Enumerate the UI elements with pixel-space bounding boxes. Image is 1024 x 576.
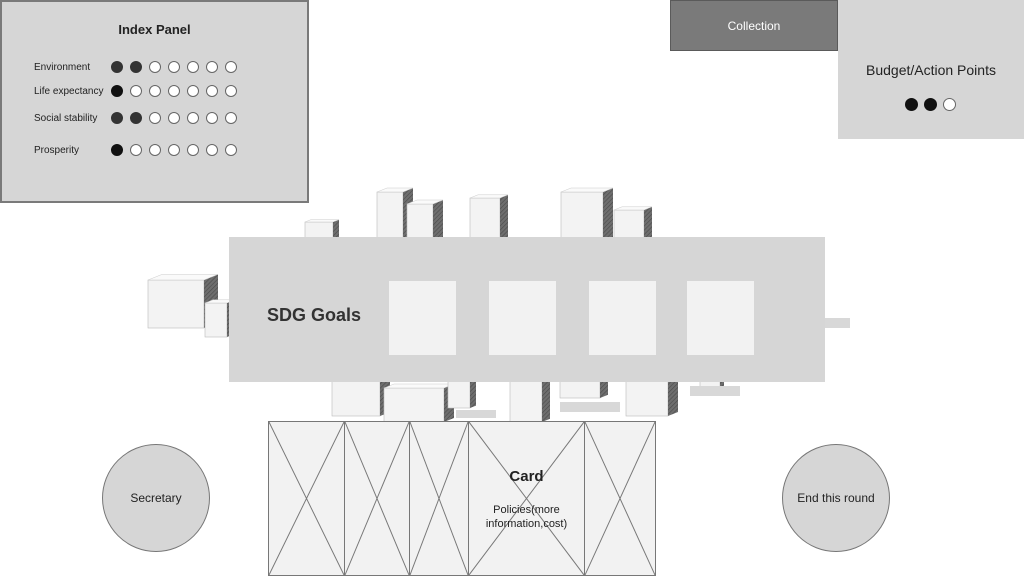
filled-dot bbox=[130, 112, 142, 124]
building-roof bbox=[613, 206, 653, 211]
empty-dot bbox=[206, 85, 218, 97]
empty-dot bbox=[206, 61, 218, 73]
ground-shadow bbox=[820, 318, 850, 328]
sdg-goal-slot[interactable] bbox=[589, 281, 656, 355]
building bbox=[625, 379, 669, 417]
policy-card[interactable]: Card Policies(more information,cost) bbox=[468, 421, 585, 576]
index-row-label: Prosperity bbox=[34, 145, 80, 156]
empty-dot bbox=[130, 85, 142, 97]
budget-panel: Budget/Action Points bbox=[838, 0, 1024, 139]
card-placeholder[interactable] bbox=[409, 421, 469, 576]
budget-title: Budget/Action Points bbox=[866, 62, 996, 78]
index-row: Life expectancy bbox=[34, 85, 304, 102]
card-placeholder-image bbox=[469, 422, 584, 575]
sdg-goal-slot[interactable] bbox=[687, 281, 754, 355]
empty-dot bbox=[149, 112, 161, 124]
index-row: Environment bbox=[34, 61, 304, 78]
building-shadow-side bbox=[542, 374, 550, 422]
building bbox=[559, 379, 601, 399]
sdg-goal-slot[interactable] bbox=[389, 281, 456, 355]
building-roof bbox=[469, 194, 509, 199]
empty-dot bbox=[149, 144, 161, 156]
card-description: Policies(more information,cost) bbox=[485, 504, 568, 530]
sdg-goal-slot[interactable] bbox=[489, 281, 556, 355]
sdg-goals-title: SDG Goals bbox=[267, 305, 362, 325]
filled-dot bbox=[111, 144, 123, 156]
empty-dot bbox=[130, 144, 142, 156]
secretary-button[interactable]: Secretary bbox=[102, 444, 210, 552]
empty-dot bbox=[225, 112, 237, 124]
index-row: Prosperity bbox=[34, 144, 304, 161]
empty-dot bbox=[168, 61, 180, 73]
ground-shadow bbox=[560, 402, 620, 412]
sdg-goals-panel: SDG Goals bbox=[229, 237, 825, 382]
building-shadow-side bbox=[603, 188, 613, 248]
budget-action-points bbox=[905, 98, 965, 112]
empty-dot bbox=[149, 85, 161, 97]
empty-dot bbox=[168, 144, 180, 156]
building-roof bbox=[383, 383, 455, 389]
building-roof bbox=[560, 187, 614, 193]
empty-dot bbox=[187, 61, 199, 73]
empty-dot bbox=[168, 85, 180, 97]
building bbox=[147, 279, 205, 329]
building-shadow-side bbox=[668, 376, 678, 416]
building-shadow-side bbox=[500, 194, 508, 248]
building-roof bbox=[147, 274, 219, 281]
empty-action-point bbox=[943, 98, 956, 111]
card-placeholder[interactable] bbox=[268, 421, 345, 576]
end-round-button[interactable]: End this round bbox=[782, 444, 890, 552]
ground-shadow bbox=[690, 386, 740, 396]
card-placeholder[interactable] bbox=[344, 421, 410, 576]
card-title: Card bbox=[509, 468, 544, 485]
building bbox=[509, 377, 543, 423]
empty-dot bbox=[225, 144, 237, 156]
card-placeholder-image bbox=[345, 422, 409, 575]
empty-dot bbox=[187, 144, 199, 156]
building-roof bbox=[304, 219, 340, 223]
card-placeholder-image bbox=[410, 422, 468, 575]
empty-dot bbox=[225, 85, 237, 97]
ground-shadow bbox=[456, 410, 496, 418]
building bbox=[204, 302, 228, 338]
index-row-label: Life expectancy bbox=[34, 86, 104, 97]
building bbox=[331, 379, 381, 417]
building-shadow-side bbox=[600, 376, 608, 398]
card-placeholder-image bbox=[585, 422, 655, 575]
building-shadow-side bbox=[470, 377, 476, 408]
card-placeholder-image bbox=[269, 422, 344, 575]
empty-dot bbox=[187, 85, 199, 97]
empty-dot bbox=[206, 144, 218, 156]
filled-action-point bbox=[905, 98, 918, 111]
building bbox=[383, 387, 445, 423]
empty-dot bbox=[225, 61, 237, 73]
filled-dot bbox=[130, 61, 142, 73]
empty-dot bbox=[206, 112, 218, 124]
filled-dot bbox=[111, 61, 123, 73]
empty-dot bbox=[149, 61, 161, 73]
card-placeholder[interactable] bbox=[584, 421, 656, 576]
empty-dot bbox=[168, 112, 180, 124]
index-row: Social stability bbox=[34, 112, 304, 129]
filled-action-point bbox=[924, 98, 937, 111]
empty-dot bbox=[187, 112, 199, 124]
building bbox=[447, 379, 471, 409]
filled-dot bbox=[111, 112, 123, 124]
index-panel-title: Index Panel bbox=[118, 22, 191, 37]
index-row-label: Social stability bbox=[34, 113, 98, 124]
collection-button[interactable]: Collection bbox=[670, 0, 838, 51]
index-row-label: Environment bbox=[34, 62, 91, 73]
building-roof bbox=[376, 187, 414, 193]
filled-dot bbox=[111, 85, 123, 97]
building-roof bbox=[406, 199, 444, 205]
